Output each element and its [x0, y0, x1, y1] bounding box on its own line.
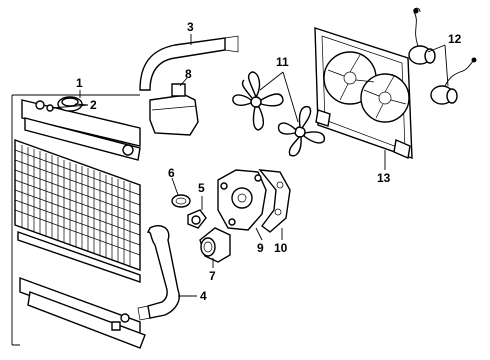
callout-8: 8 — [185, 67, 192, 81]
callout-11: 11 — [276, 55, 289, 69]
fan-blade-left — [232, 71, 284, 131]
callout-7: 7 — [209, 269, 216, 283]
water-inlet-housing — [199, 227, 231, 263]
callout-3: 3 — [187, 20, 194, 34]
callout-12: 12 — [448, 32, 462, 46]
callout-2: 2 — [90, 98, 97, 112]
water-pump-gasket — [258, 169, 291, 233]
callout-13: 13 — [377, 171, 391, 185]
callout-4: 4 — [200, 289, 207, 303]
fan-shroud — [314, 27, 413, 160]
fan-motor-lower — [430, 57, 477, 105]
thermostat — [187, 209, 207, 229]
radiator-assembly — [11, 94, 146, 349]
lower-radiator-hose — [137, 224, 180, 321]
fan-blade-right — [277, 105, 326, 157]
callout-1: 1 — [76, 76, 83, 90]
callout-6: 6 — [168, 166, 175, 180]
callout-9: 9 — [257, 241, 264, 255]
water-pump — [217, 169, 267, 231]
callout-10: 10 — [274, 241, 288, 255]
callout-5: 5 — [198, 181, 205, 195]
leader-lines — [51, 34, 449, 297]
fan-motor-upper — [408, 7, 436, 65]
coolant-reservoir — [149, 83, 199, 136]
thermostat-gasket — [171, 194, 191, 208]
radiator-cap — [46, 96, 83, 112]
upper-radiator-hose — [139, 35, 239, 91]
